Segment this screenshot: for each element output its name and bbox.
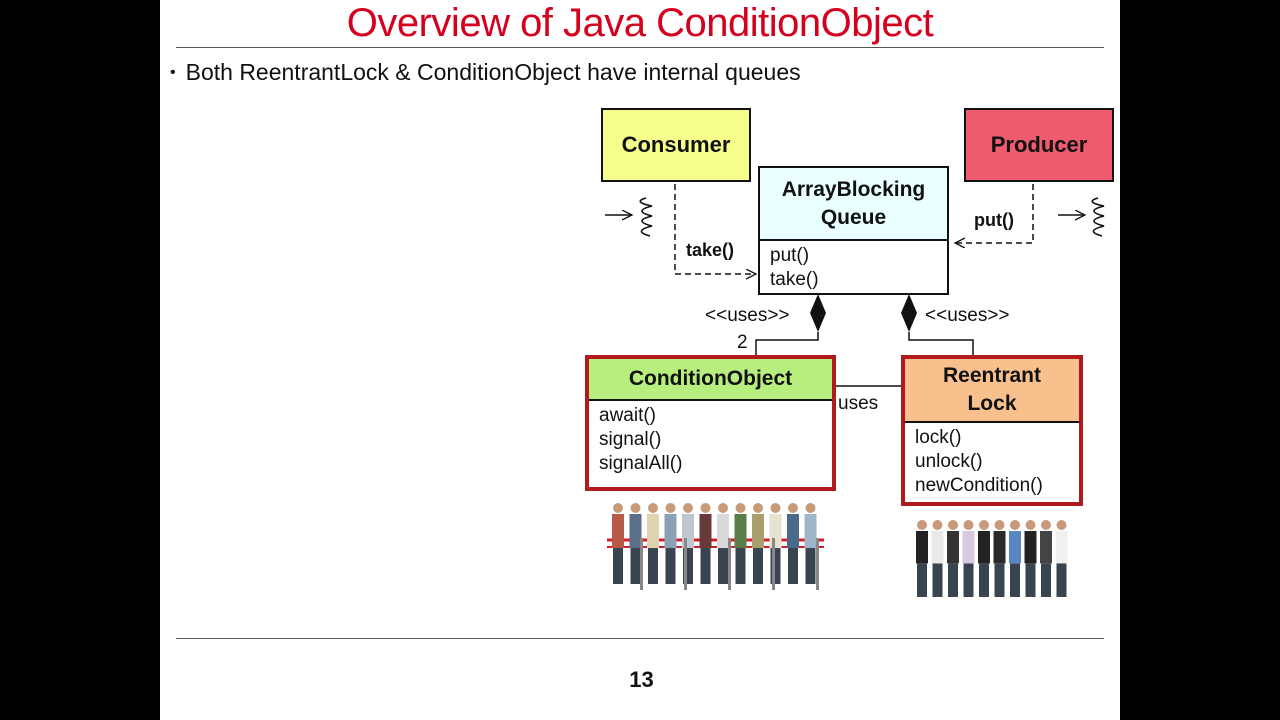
footer-divider <box>176 638 1104 639</box>
page-number: 13 <box>629 667 654 692</box>
queue-name-line2: Queue <box>820 205 887 229</box>
condition-op-await: await() <box>599 405 657 426</box>
person-figure <box>612 503 624 584</box>
composition-diamond-left <box>810 294 826 332</box>
producer-box: Producer <box>964 108 1114 182</box>
take-label: take() <box>686 240 735 260</box>
person-figure <box>752 503 764 584</box>
person-figure <box>734 503 747 584</box>
condition-object-header: ConditionObject <box>589 359 832 401</box>
condition-object-name: ConditionObject <box>628 367 793 390</box>
person-figure <box>916 520 928 597</box>
person-figure <box>978 520 990 597</box>
person-figure <box>1009 520 1021 597</box>
array-blocking-queue-ops: put() take() <box>760 241 947 295</box>
reentrant-lock-class: Reentrant Lock lock() unlock() newCondit… <box>901 355 1083 506</box>
stanchion-post <box>684 538 687 590</box>
person-figure <box>699 503 712 584</box>
person-figure <box>664 503 677 584</box>
array-blocking-queue-header: ArrayBlocking Queue <box>760 168 947 241</box>
person-figure <box>1024 520 1037 597</box>
consumer-box: Consumer <box>601 108 751 182</box>
stanchion-post <box>772 538 775 590</box>
stanchion-post <box>816 538 819 590</box>
person-figure <box>769 503 782 584</box>
consumer-label: Consumer <box>621 132 731 157</box>
queue-name-line1: ArrayBlocking <box>781 177 926 201</box>
multiplicity-label: 2 <box>737 332 748 353</box>
queue-op-take: take() <box>770 269 819 290</box>
waiting-line-illustration-right <box>916 520 1068 597</box>
reentrant-lock-ops: lock() unlock() newCondition() <box>905 423 1079 501</box>
lock-op-unlock: unlock() <box>915 451 983 472</box>
person-figure <box>947 520 959 597</box>
person-figure <box>804 503 817 584</box>
put-label: put() <box>974 210 1014 230</box>
condition-object-ops: await() signal() signalAll() <box>589 401 832 479</box>
consumer-thread-icon <box>605 197 653 237</box>
person-figure <box>682 503 694 584</box>
producer-thread-icon <box>1058 197 1105 237</box>
bullet-text: Both ReentrantLock & ConditionObject hav… <box>185 59 801 85</box>
person-figure <box>931 520 944 597</box>
title-divider <box>176 47 1104 48</box>
lock-name-line2: Lock <box>967 392 1017 415</box>
producer-label: Producer <box>990 132 1088 157</box>
condition-op-signal: signal() <box>599 429 662 450</box>
stanchion-post <box>640 538 643 590</box>
person-figure <box>629 503 642 584</box>
person-figure <box>1040 520 1052 597</box>
person-figure <box>1055 520 1068 597</box>
stanchion-post <box>728 538 731 590</box>
put-connector <box>955 184 1034 243</box>
bullet-point: • Both ReentrantLock & ConditionObject ha… <box>170 58 801 87</box>
slide-title: Overview of Java ConditionObject <box>346 1 934 45</box>
waiting-line-illustration-left <box>607 503 824 590</box>
slide: Overview of Java ConditionObject • Both R… <box>160 0 1120 720</box>
person-figure <box>787 503 799 584</box>
uses-stereotype-left: <<uses>> <box>705 305 790 326</box>
lock-op-newcondition: newCondition() <box>915 475 1043 496</box>
person-figure <box>717 503 729 584</box>
queue-op-put: put() <box>770 245 810 266</box>
person-figure <box>993 520 1006 597</box>
lock-op-lock: lock() <box>915 427 962 448</box>
bullet-icon: • <box>170 64 176 81</box>
condition-object-class: ConditionObject await() signal() signalA… <box>585 355 836 491</box>
array-blocking-queue-class: ArrayBlocking Queue put() take() <box>758 166 949 295</box>
take-connector <box>674 184 756 274</box>
lock-name-line1: Reentrant <box>942 364 1042 387</box>
composition-diamond-right <box>901 294 917 332</box>
person-figure <box>647 503 659 584</box>
diagram-connectors <box>605 184 1105 597</box>
condition-op-signalall: signalAll() <box>599 453 683 474</box>
uses-label: uses <box>838 393 879 414</box>
reentrant-lock-header: Reentrant Lock <box>905 359 1079 423</box>
person-figure <box>962 520 975 597</box>
uses-stereotype-right: <<uses>> <box>925 305 1010 326</box>
